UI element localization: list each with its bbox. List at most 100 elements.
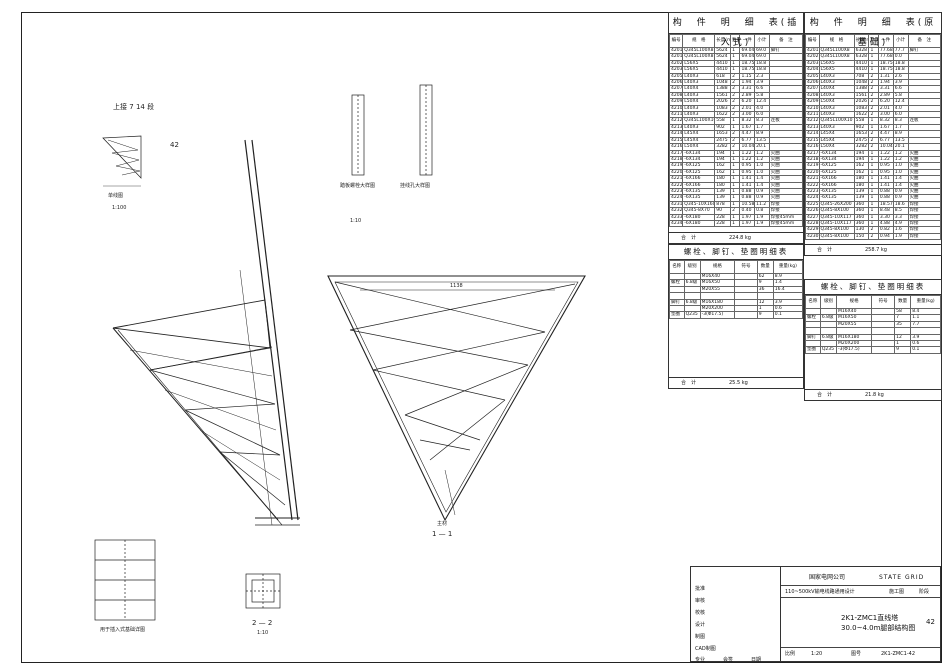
col-header: 级别 xyxy=(683,260,701,274)
table-cell: Q345L100X10 xyxy=(682,117,716,125)
table-cell: 火曲 xyxy=(768,181,804,189)
table-cell: 焊接 xyxy=(907,219,942,228)
col-header: 数量 xyxy=(756,260,774,274)
table-cell: Q345-26X200 xyxy=(818,200,855,209)
table-cell: 4410 xyxy=(853,59,870,68)
table-cell: 4202 xyxy=(805,53,820,61)
table-cell: M20X200 xyxy=(836,339,873,348)
table-header-row: 名称 级别 规格 符号 数量 重量(kg) xyxy=(805,295,941,309)
table-cell: 1 xyxy=(868,200,879,209)
table-cell: M20X55 xyxy=(836,320,873,329)
table-cell: 1 xyxy=(730,162,741,170)
col-header: 小计 xyxy=(892,34,909,48)
total-label: 合 计 xyxy=(817,392,833,398)
table-cell xyxy=(768,130,804,138)
table-cell: 2 xyxy=(730,130,741,138)
table-cell: 4205A xyxy=(668,72,684,81)
table-cell: 4.88 xyxy=(877,219,894,228)
table-cell: 4207 xyxy=(668,85,684,93)
single-line-caption: 单线图 xyxy=(108,193,124,199)
brand-name: STATE GRID xyxy=(879,574,925,581)
table-cell: 1.67 xyxy=(877,123,894,132)
table-cell: L45X4 xyxy=(818,136,855,145)
table-cell: Q235 xyxy=(819,346,838,354)
leg-label: 主材 xyxy=(437,521,448,527)
col-header: 名称 xyxy=(669,260,685,274)
company-name: 国家电网公司 xyxy=(809,574,846,581)
table-cell: Q345-8X100 xyxy=(818,226,855,234)
table-cell: 火曲 xyxy=(907,162,942,170)
table-cell: 0.1 xyxy=(910,346,941,354)
table-cell: 4203 xyxy=(668,66,684,74)
table-cell: 4212 xyxy=(668,117,684,125)
table-cell: -6X135 xyxy=(818,187,855,196)
table-cell: 4229 xyxy=(805,226,820,234)
table-cell: 228 xyxy=(714,219,732,228)
section-2-2-label: 2 — 2 xyxy=(252,619,273,627)
table-cell: 4210 xyxy=(668,104,684,113)
table-cell: 4225 xyxy=(805,200,820,209)
table-cell: -6X125 xyxy=(818,162,855,170)
table-cell: 6.77 xyxy=(877,136,894,145)
foundation-detail-caption: 用于插入式基础详图 xyxy=(100,627,146,633)
table-cell: M16X40 xyxy=(699,272,736,281)
table-cell: 1 xyxy=(868,46,879,55)
table-cell: 1 xyxy=(868,168,879,177)
table-cell: -6X135 xyxy=(818,194,855,202)
table-cell: 4227 xyxy=(805,213,820,222)
table-cell: 4201 xyxy=(805,46,820,55)
single-line-diagram xyxy=(102,135,142,187)
table-cell: 4410 xyxy=(853,66,870,74)
table-cell: 6.8级 xyxy=(819,314,838,322)
table-cell: 1.9 xyxy=(754,219,770,228)
table-cell: 16.4 xyxy=(772,285,804,294)
bolt-plate-caption-b: 挂线孔大样图 xyxy=(400,183,431,189)
table-cell: 1388 xyxy=(853,85,870,93)
table-cell: 4206 xyxy=(805,78,820,87)
role-approve: 批准 xyxy=(695,586,706,592)
signature-block: 批准 审核 校核 设计 制图 CAD制图 专业 会签 日期 xyxy=(690,566,780,663)
col-header: 编号 xyxy=(805,34,820,48)
table-cell: 18.75 xyxy=(739,59,756,68)
table-cell: 1 xyxy=(730,181,741,189)
member-table-plug-in: 构 件 明 细 表(插入式) 编号 规 格 长度(mm) 数量 一件 小计 备 … xyxy=(668,12,804,244)
table-cell: 1083 xyxy=(853,104,870,113)
table-cell: 6328 xyxy=(853,53,870,61)
table-cell: 1 xyxy=(730,213,741,222)
section-2-2-scale: 1:10 xyxy=(257,630,269,636)
col-header: 备 注 xyxy=(907,34,942,48)
total-label: 合 计 xyxy=(817,247,833,253)
table-cell: 4214 xyxy=(668,130,684,138)
table-cell: 4203 xyxy=(805,59,820,68)
table-cell: 火曲 xyxy=(907,181,942,189)
table-cell: 1.94 xyxy=(877,78,894,87)
table-cell: 4224 xyxy=(805,194,820,202)
col-header: 一件 xyxy=(877,34,894,48)
table-cell: 3.31 xyxy=(877,85,894,93)
table-cell: 4230 xyxy=(805,232,820,241)
table-cell: 焊接 xyxy=(907,226,942,234)
table-cell: 4220 xyxy=(805,168,820,177)
member-table-left-grid: 编号 规 格 长度(mm) 数量 一件 小计 备 注 4201AQ345L100… xyxy=(668,34,804,228)
col-header: 规 格 xyxy=(818,34,855,48)
table-cell xyxy=(734,311,758,319)
table-cell: 8.48 xyxy=(877,207,894,215)
table-cell: 焊接 xyxy=(907,207,942,215)
bolt-table-right-total: 合 计 21.8 kg xyxy=(805,389,941,400)
sheet-callout: 42 xyxy=(170,141,179,149)
